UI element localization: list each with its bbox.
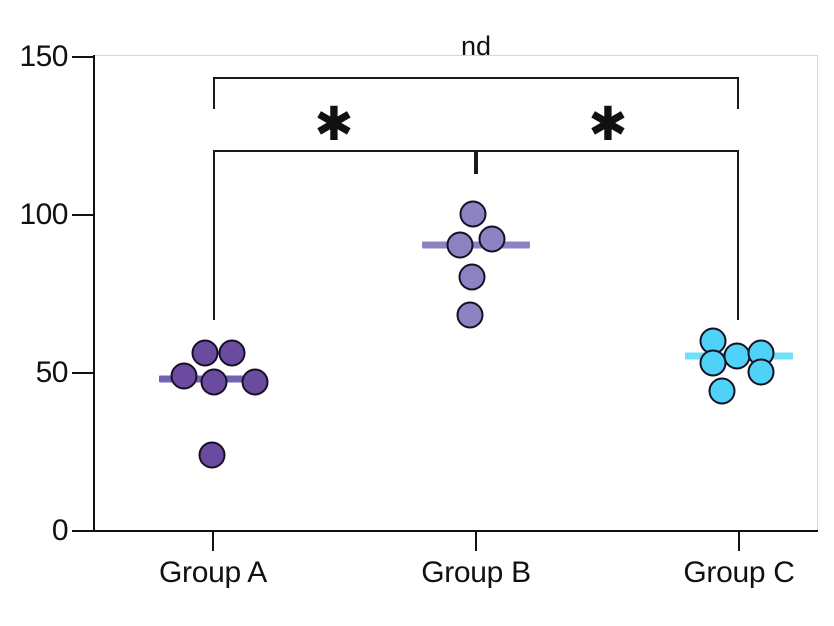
y-tick-label-50: 50 [35,356,69,389]
x-tick-group-c [738,532,740,551]
y-axis-line [93,55,95,532]
data-point [200,368,228,396]
x-axis-label-group-a: Group A [159,556,267,589]
y-tick-0 [72,530,93,532]
data-point [747,358,775,386]
y-tick-label-100: 100 [19,198,68,231]
data-point [456,301,484,329]
data-point [198,441,226,469]
data-point [478,225,506,253]
x-axis-label-group-b: Group B [421,556,531,589]
data-point [708,377,736,405]
significance-label-a-b: ✱ [314,97,354,152]
x-tick-group-b [475,532,477,551]
y-tick-label-0: 0 [51,514,69,547]
x-axis-line [93,530,818,532]
y-tick-label-150: 150 [19,40,68,73]
x-tick-group-a [212,532,214,551]
significance-label-a-c: nd [460,31,492,61]
data-point [458,263,486,291]
data-point [191,339,219,367]
data-point [699,349,727,377]
x-axis-label-group-c: Group C [683,556,795,589]
data-point [218,339,246,367]
y-tick-150 [72,56,93,58]
data-point [459,200,487,228]
data-point [446,231,474,259]
data-point [723,342,751,370]
significance-label-b-c: ✱ [588,97,628,152]
data-point [241,368,269,396]
data-point [170,362,198,389]
mean-line-group-b [422,241,530,249]
y-tick-100 [72,214,93,216]
y-tick-50 [72,372,93,374]
